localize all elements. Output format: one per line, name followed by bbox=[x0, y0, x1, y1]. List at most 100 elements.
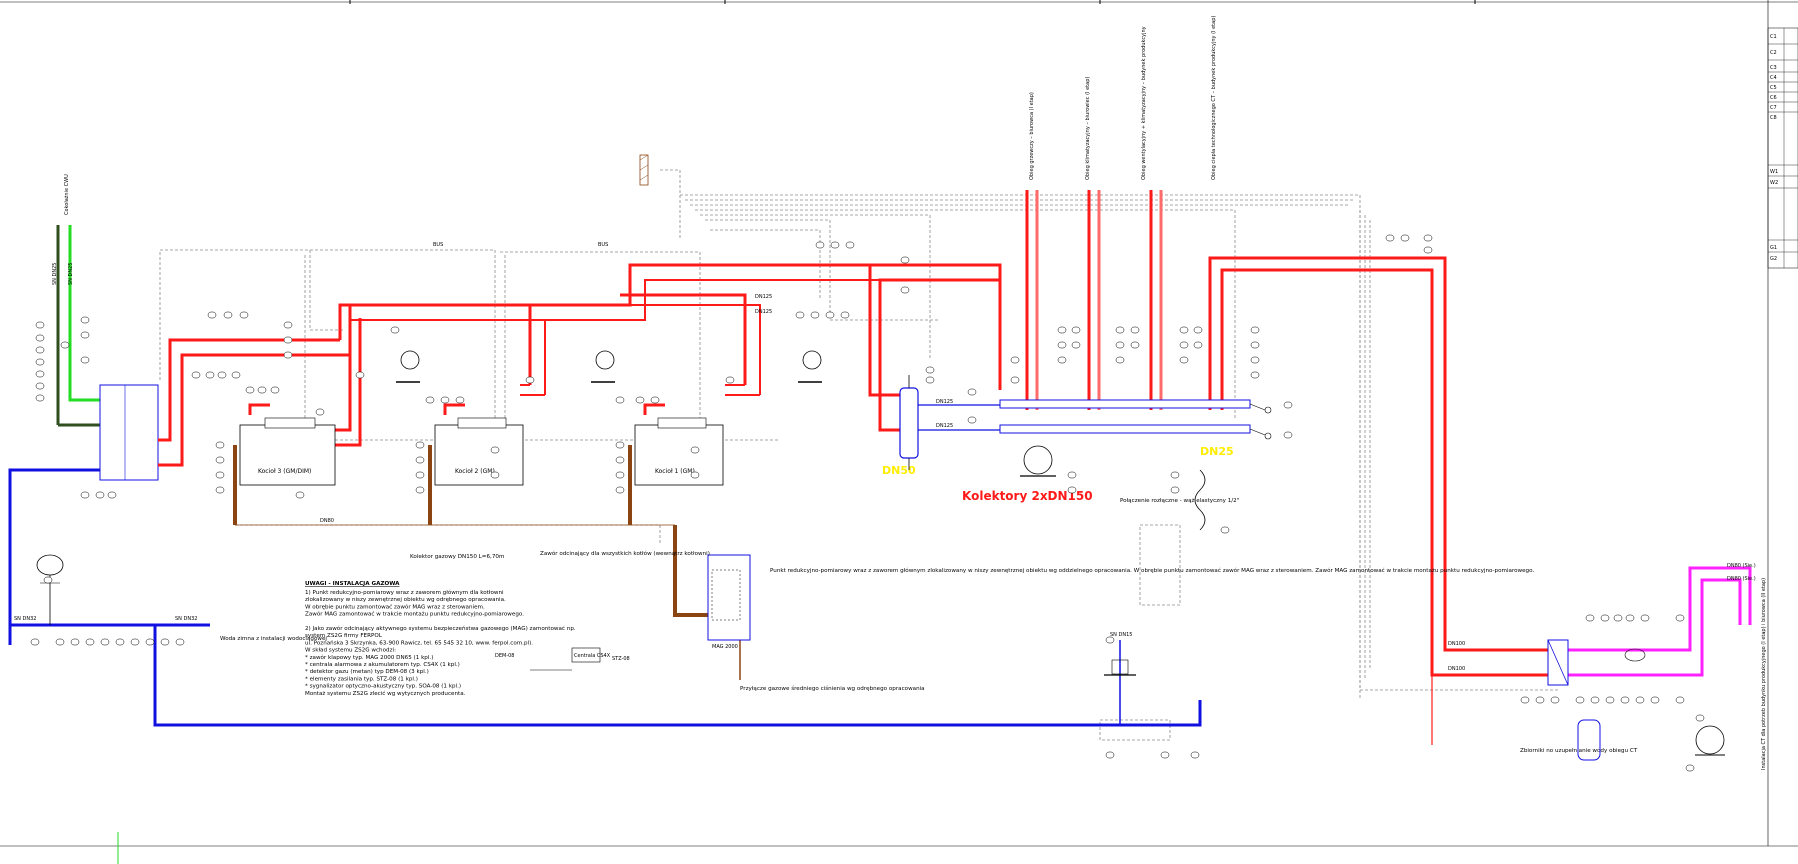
tag-marker bbox=[1250, 371, 1260, 379]
tag-marker bbox=[215, 486, 225, 494]
tag-marker bbox=[1613, 614, 1623, 622]
boiler-pumps bbox=[396, 350, 822, 383]
tag-marker bbox=[80, 491, 90, 499]
legend-g2: G2 bbox=[1770, 256, 1777, 262]
woda-zimna-label: Woda zimna z instalacji wodociągowej bbox=[220, 636, 327, 642]
legend-table: C1 C2 C3 C4 C5 C6 C7 C8 W1 W2 G1 G2 bbox=[1767, 27, 1798, 269]
gas-meter-box: MAG 2000 bbox=[707, 554, 751, 650]
legend-w1: W1 bbox=[1770, 169, 1778, 175]
legend-c1: C1 bbox=[1770, 34, 1777, 40]
stz-label: STZ-08 bbox=[612, 656, 630, 662]
boiler-2-label: Kocioł 2 (GM) bbox=[455, 468, 495, 475]
tag-marker bbox=[55, 638, 65, 646]
tag-marker bbox=[440, 396, 450, 404]
kolektor-gaz-label: Kolektor gazowy DN150 L=6,70m bbox=[410, 554, 504, 560]
notes-line: W obrębie punktu zamontować zawór MAG wr… bbox=[305, 603, 485, 610]
tag-marker bbox=[1160, 751, 1170, 759]
tag-marker bbox=[1115, 341, 1125, 349]
tag-marker bbox=[175, 638, 185, 646]
tag-marker bbox=[43, 576, 53, 584]
notes-line: 1) Punkt redukcyjno-pomiarowy wraz z zaw… bbox=[305, 589, 504, 596]
polaczenie-label: Połączenie rozłączne - wąż elastyczny 1/… bbox=[1120, 498, 1240, 504]
notes-line: zlokalizowany w niszy zewnętrznej obiekt… bbox=[305, 597, 506, 603]
tag-marker bbox=[1685, 764, 1695, 772]
tag-marker bbox=[207, 311, 217, 319]
tag-marker bbox=[215, 471, 225, 479]
collectors-label: Kolektory 2xDN150 bbox=[962, 489, 1093, 503]
cwu-heat-exchanger bbox=[99, 384, 159, 481]
dn100-a: DN100 bbox=[1448, 641, 1465, 647]
collectors-manifold bbox=[999, 399, 1272, 440]
dn125-c: DN125 bbox=[936, 399, 953, 405]
tag-marker bbox=[1585, 614, 1595, 622]
tag-marker bbox=[1071, 341, 1081, 349]
tag-callouts bbox=[30, 234, 1705, 772]
tag-marker bbox=[1423, 234, 1433, 242]
tag-marker bbox=[80, 356, 90, 364]
tag-marker bbox=[205, 371, 215, 379]
tag-marker bbox=[223, 311, 233, 319]
notes-block: UWAGI - INSTALACJA GAZOWA 1) Punkt reduk… bbox=[305, 581, 576, 697]
tag-marker bbox=[1170, 471, 1180, 479]
heating-network-red bbox=[158, 190, 1580, 745]
tag-marker bbox=[60, 341, 70, 349]
dn80-label-b: DN80 (Sie.) bbox=[1727, 576, 1756, 582]
tag-marker bbox=[845, 241, 855, 249]
dn25-yellow: DN25 bbox=[1200, 445, 1234, 458]
tag-marker bbox=[191, 371, 201, 379]
tag-marker bbox=[725, 376, 735, 384]
dn100-b: DN100 bbox=[1448, 666, 1465, 672]
notes-line: * zawór klapowy typ. MAG 2000 DN65 (1 kp… bbox=[305, 654, 433, 661]
tag-marker bbox=[1650, 696, 1660, 704]
tag-marker bbox=[35, 382, 45, 390]
tag-marker bbox=[1695, 714, 1705, 722]
tag-marker bbox=[615, 396, 625, 404]
tag-marker bbox=[1071, 326, 1081, 334]
tag-marker bbox=[815, 241, 825, 249]
tag-marker bbox=[650, 396, 660, 404]
cwu-vertical-label: Cokołażnie CWU bbox=[64, 174, 70, 215]
dn125-d: DN125 bbox=[936, 423, 953, 429]
legend-w2: W2 bbox=[1770, 180, 1778, 186]
legend-g1: G1 bbox=[1770, 245, 1777, 251]
tag-marker bbox=[615, 471, 625, 479]
tag-marker bbox=[130, 638, 140, 646]
tag-marker bbox=[690, 446, 700, 454]
notes-line: * sygnalizator optyczno-akustyczny typ. … bbox=[305, 684, 461, 690]
tag-marker bbox=[1675, 614, 1685, 622]
bus-label-a: BUS bbox=[433, 242, 443, 248]
cold-water-main bbox=[8, 468, 1202, 727]
legend-c3: C3 bbox=[1770, 65, 1777, 71]
notes-line: system ZS2G firmy FERPOL bbox=[305, 633, 383, 639]
tag-marker bbox=[80, 316, 90, 324]
tag-marker bbox=[1057, 326, 1067, 334]
tag-marker bbox=[215, 456, 225, 464]
dn32-label-b: SN DN32 bbox=[175, 616, 197, 622]
dn125-b: DN125 bbox=[755, 309, 772, 315]
tag-marker bbox=[1605, 696, 1615, 704]
tag-marker bbox=[145, 638, 155, 646]
tag-marker bbox=[315, 408, 325, 416]
tag-marker bbox=[35, 358, 45, 366]
tag-marker bbox=[925, 366, 935, 374]
tag-marker bbox=[1675, 696, 1685, 704]
legend-c2: C2 bbox=[1770, 50, 1777, 56]
tag-marker bbox=[1067, 471, 1077, 479]
tag-marker bbox=[35, 334, 45, 342]
tag-marker bbox=[425, 396, 435, 404]
tag-marker bbox=[615, 456, 625, 464]
tag-marker bbox=[35, 321, 45, 329]
notes-line: ul. Poznańska 3 Skrzynka, 63-900 Rawicz,… bbox=[305, 639, 533, 646]
tag-marker bbox=[70, 638, 80, 646]
flexible-hose bbox=[1194, 469, 1206, 531]
tag-marker bbox=[840, 311, 850, 319]
gas-dn-label: DN80 bbox=[320, 518, 334, 524]
tag-marker bbox=[1550, 696, 1560, 704]
collector-label-1: Obieg grzewczy – biurowca (I etap) bbox=[1029, 92, 1035, 180]
boiler-2: Kocioł 2 (GM) bbox=[434, 417, 524, 486]
tag-marker bbox=[1635, 696, 1645, 704]
punkt-label: Punkt redukcyjno-pomiarowy wraz z zawore… bbox=[770, 567, 1534, 574]
boiler-1: Kocioł 1 (GM) bbox=[634, 417, 724, 486]
tag-marker bbox=[107, 491, 117, 499]
